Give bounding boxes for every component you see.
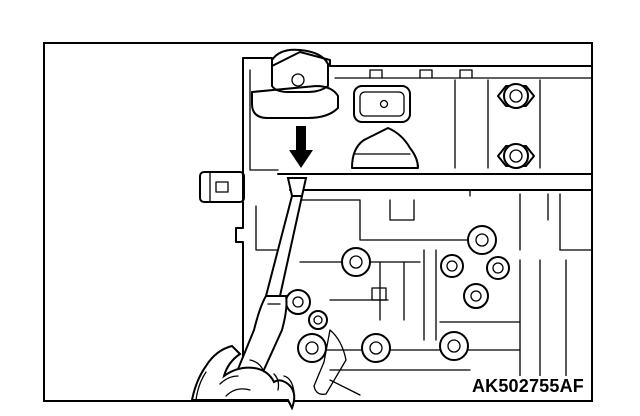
figure-code: AK502755AF <box>469 376 586 397</box>
side-fitting <box>199 171 245 361</box>
down-arrow-icon <box>289 126 313 168</box>
hand <box>190 329 347 411</box>
bolt-bosses <box>285 225 510 363</box>
figure-frame <box>43 42 593 402</box>
screwdriver <box>234 177 308 380</box>
cylinder-head <box>242 48 593 201</box>
cylinder-block <box>255 189 593 396</box>
